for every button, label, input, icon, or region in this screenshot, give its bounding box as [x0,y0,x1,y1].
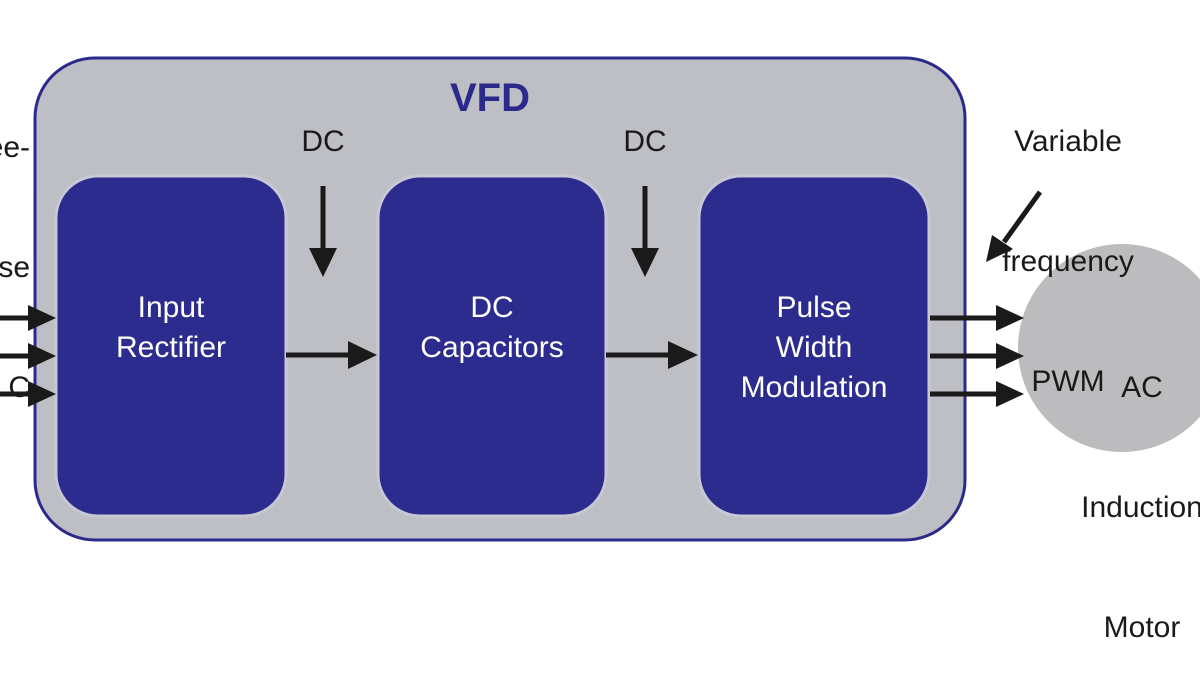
motor-label: AC Induction Motor [1062,288,1200,688]
dc-label-1: DC [301,125,345,158]
output-arrows [930,305,1024,407]
dc-capacitors-label: DC Capacitors [378,288,606,368]
motor-label-line-1: AC [1121,371,1163,404]
pwm-block [697,174,931,518]
input-rectifier-label: Input Rectifier [56,288,286,368]
pwm-label-line-1: Pulse [776,291,852,324]
dc-capacitors-label-line-1: DC [470,291,514,324]
input-arrow-3-head [28,381,56,407]
dc-capacitors-label-line-2: Capacitors [420,331,564,364]
flow-arrow-1-head [348,341,377,369]
dc-arrows [309,186,659,277]
dc-capacitors-block [376,174,608,518]
input-arrow-2-head [28,343,56,369]
input-arrow-1-head [28,305,56,331]
input-rectifier-label-line-2: Rectifier [115,331,227,364]
dc-arrow-2-head [631,248,659,277]
pwm-label-line-2: Width [775,331,853,364]
vfd-diagram [0,56,1200,542]
input-label-line-2: se [0,251,30,284]
input-label: ee- se C [0,48,30,448]
output-arrow-1-head [996,305,1024,331]
motor-label-line-3: Motor [1103,611,1181,644]
motor-label-line-2: Induction [1081,491,1200,524]
output-arrow-3-head [996,381,1024,407]
flow-arrow-2-head [668,341,698,369]
input-rectifier-block [54,174,288,518]
pwm-label-line-3: Modulation [740,371,888,404]
output-label-line-2: frequency [1002,245,1134,278]
output-label-line-1: Variable [1014,125,1122,158]
vfd-title: VFD [450,76,530,120]
input-arrows [0,305,56,407]
output-label-line-3: PWM [1031,365,1105,398]
dc-arrow-1-head [309,248,337,277]
pwm-label: Pulse Width Modulation [699,288,929,408]
dc-label-2: DC [623,125,667,158]
pwm-pointer-arrow [986,190,1043,262]
input-rectifier-label-line-1: Input [137,291,205,324]
motor-circle [1018,244,1200,452]
output-label: Variable frequency PWM [988,42,1148,442]
input-label-line-3: C [8,371,30,404]
input-label-line-1: ee- [0,131,30,164]
flow-arrows [286,341,698,369]
output-arrow-2-head [996,343,1024,369]
